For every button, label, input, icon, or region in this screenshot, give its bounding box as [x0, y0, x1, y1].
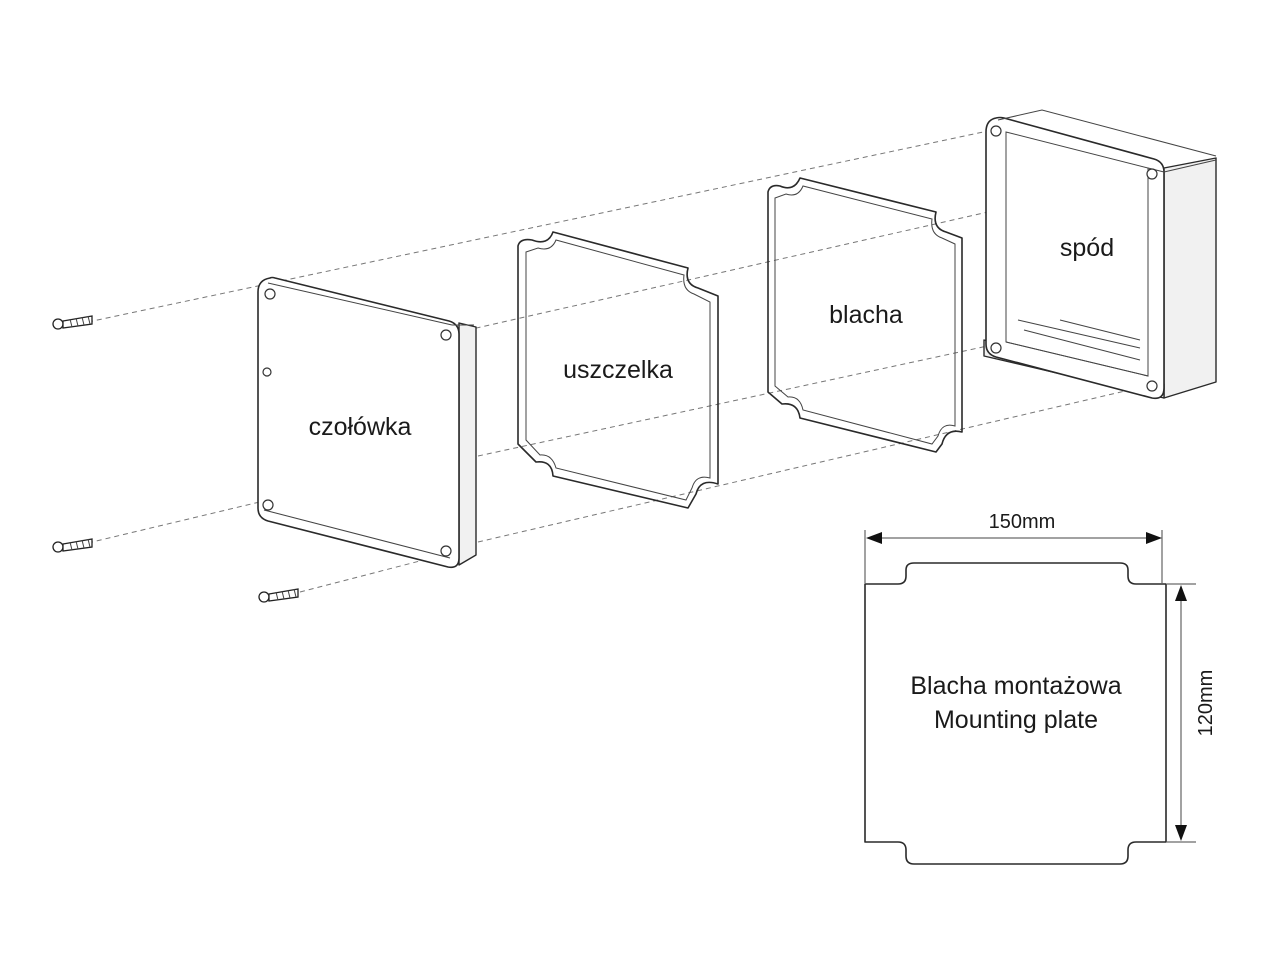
- base: [983, 109, 1217, 400]
- label-plate: blacha: [829, 301, 903, 329]
- width-label: 150mm: [989, 511, 1056, 533]
- gasket: [517, 231, 719, 509]
- mounting-plate-title-pl: Blacha montażowa: [910, 672, 1121, 700]
- label-base: spód: [1060, 234, 1114, 262]
- front-cover: [257, 276, 477, 569]
- height-dimension: 120mm: [1167, 583, 1217, 843]
- height-label: 120mm: [1195, 670, 1217, 737]
- screw-top-left: [52, 315, 93, 330]
- mounting-plate-drawing: 150mm 120mm Blacha montażowa Mounting pl…: [864, 511, 1217, 865]
- label-gasket: uszczelka: [563, 356, 673, 384]
- screw-bottom-left: [52, 538, 93, 553]
- width-dimension: 150mm: [864, 511, 1163, 583]
- mounting-plate-title-en: Mounting plate: [934, 706, 1098, 734]
- label-front-cover: czołówka: [309, 413, 412, 441]
- screw-bottom: [258, 588, 299, 603]
- plate: [767, 177, 963, 453]
